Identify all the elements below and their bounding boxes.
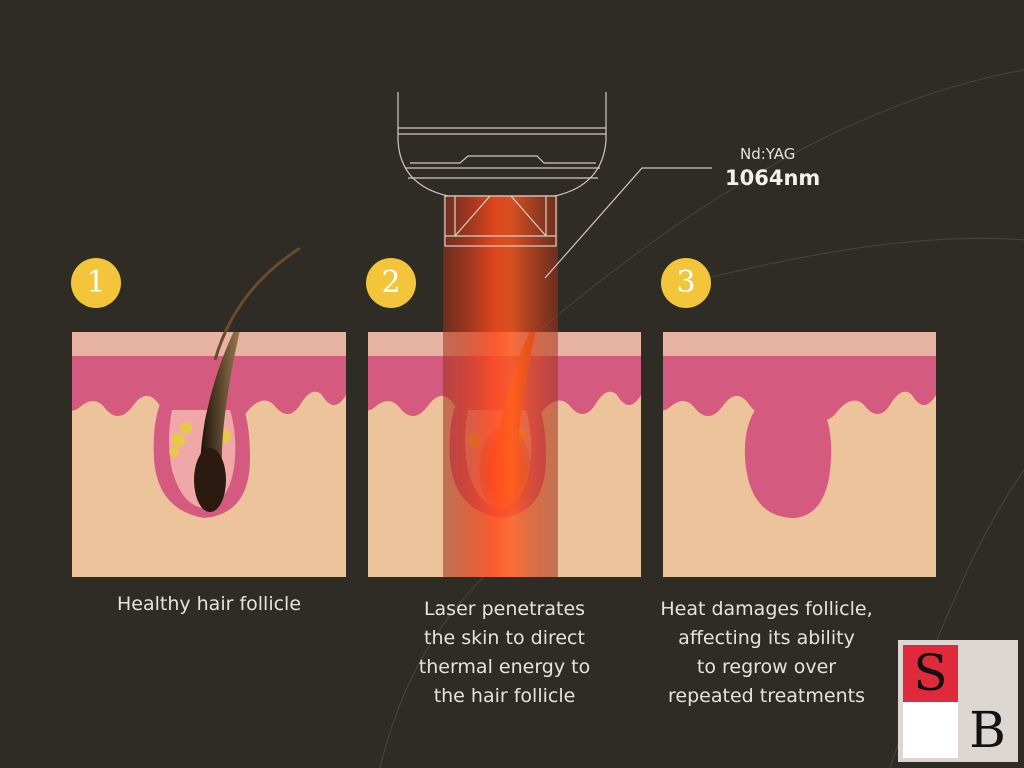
caption-line: Laser penetrates [423,598,586,620]
laser-type-label: Nd:YAG [740,145,796,163]
caption-line: affecting its ability [678,627,855,649]
laser-wavelength-label: 1064nm [725,166,821,190]
logo-letter-b: B [969,701,1006,759]
caption-line: repeated treatments [668,685,865,707]
step-1-caption: Healthy hair follicle [72,590,346,619]
caption-line: the hair follicle [433,685,576,707]
caption-line: to regrow over [696,656,837,678]
skin-panel-healthy [72,332,346,577]
laser-beam [443,196,558,577]
caption-line: Healthy hair follicle [116,593,302,615]
caption-line: Heat damages follicle, [660,598,873,620]
sb-logo: S B [898,640,1018,762]
step-3-caption: Heat damages follicle, affecting its abi… [630,595,903,711]
step-2-caption: Laser penetrates the skin to direct ther… [368,595,641,711]
caption-line: thermal energy to [418,656,591,678]
laser-label-leader-line [544,167,712,279]
logo-letter-s: S [903,645,958,702]
step-2-badge: 2 [366,258,416,308]
laser-handpiece [397,92,607,197]
step-3-badge: 3 [661,258,711,308]
step-1-badge: 1 [71,258,121,308]
caption-line: the skin to direct [424,627,585,649]
hair-shaft [213,246,301,361]
logo-white-block [903,702,958,758]
laser-lens [444,195,557,247]
skin-panel-damaged [663,332,936,577]
